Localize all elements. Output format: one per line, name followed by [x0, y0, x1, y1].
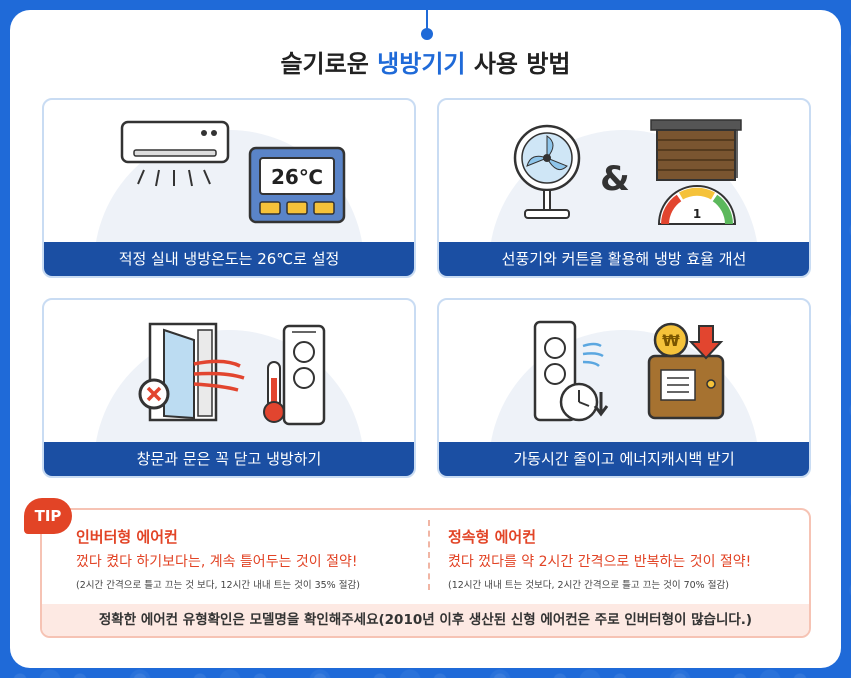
card-cashback: ₩ 가동시간 줄이고 에너지캐시백 받기 — [437, 298, 811, 478]
card-close-window: 창문과 문은 꼭 닫고 냉방하기 — [42, 298, 416, 478]
card-fan-curtain: & 1 선풍기와 커튼을 활용해 냉방 효율 개선 — [437, 98, 811, 278]
card-label: 가동시간 줄이고 에너지캐시백 받기 — [439, 442, 809, 476]
card-illustration: ₩ — [533, 320, 725, 422]
title-prefix: 슬기로운 — [280, 50, 378, 78]
card-illustration: 26℃ — [120, 120, 346, 224]
thermostat-readout: 26℃ — [271, 165, 323, 189]
card-temperature: 26℃ 적정 실내 냉방온도는 26℃로 설정 — [42, 98, 416, 278]
card-label: 적정 실내 냉방온도는 26℃로 설정 — [44, 242, 414, 276]
wallet-icon — [647, 354, 725, 420]
airflow-icon — [582, 342, 604, 367]
card-label: 창문과 문은 꼭 닫고 냉방하기 — [44, 442, 414, 476]
air-purifier-icon — [282, 324, 326, 426]
title-suffix: 사용 방법 — [465, 50, 571, 78]
wind-icon — [193, 359, 245, 392]
tip-inverter-heading: 인버터형 에어컨 — [76, 528, 178, 546]
tip-inverter: 인버터형 에어컨 껐다 켰다 하기보다는, 계속 틀어두는 것이 절약! (2시… — [76, 526, 416, 591]
tip-box: 정확한 에어컨 유형확인은 모델명을 확인해주세요(2010년 이후 생산된 신… — [40, 508, 811, 638]
tip-fixed-heading: 정속형 에어컨 — [448, 528, 537, 546]
thermometer-icon — [263, 361, 285, 423]
coin-symbol: ₩ — [662, 331, 680, 350]
ampersand: & — [600, 159, 630, 199]
tip-fixed-note: (12시간 내내 트는 것보다, 2시간 간격으로 틀고 끄는 것이 70% 절… — [448, 580, 729, 591]
fan-icon — [513, 124, 581, 219]
pin-dot — [421, 28, 433, 40]
air-conditioner-icon — [120, 120, 230, 187]
tip-fixed-speed: 정속형 에어컨 켰다 껐다를 약 2시간 간격으로 반복하는 것이 절약! (1… — [448, 526, 798, 591]
coin-icon: ₩ — [653, 322, 689, 358]
clock-icon — [559, 382, 609, 422]
tip-divider — [428, 520, 430, 590]
tip-inverter-body: 껐다 켰다 하기보다는, 계속 틀어두는 것이 절약! — [76, 554, 358, 570]
tip-footer: 정확한 에어컨 유형확인은 모델명을 확인해주세요(2010년 이후 생산된 신… — [42, 604, 809, 636]
gauge-icon: 1 — [657, 185, 737, 225]
card-illustration — [138, 322, 326, 426]
curtain-window-icon — [650, 119, 742, 181]
no-sign-icon — [138, 378, 170, 410]
thermostat-icon: 26℃ — [248, 146, 346, 224]
card-illustration: & 1 — [513, 119, 742, 225]
tip-fixed-body: 켰다 껐다를 약 2시간 간격으로 반복하는 것이 절약! — [448, 554, 752, 570]
gauge-number: 1 — [693, 207, 701, 221]
title-highlight: 냉방기기 — [377, 50, 466, 78]
page-title: 슬기로운 냉방기기 사용 방법 — [0, 44, 851, 79]
card-label: 선풍기와 커튼을 활용해 냉방 효율 개선 — [439, 242, 809, 276]
pin-line — [426, 0, 428, 32]
arrow-down-icon — [688, 325, 724, 360]
tip-badge: TIP — [24, 498, 72, 534]
tip-inverter-note: (2시간 간격으로 틀고 끄는 것 보다, 12시간 내내 트는 것이 35% … — [76, 580, 360, 591]
